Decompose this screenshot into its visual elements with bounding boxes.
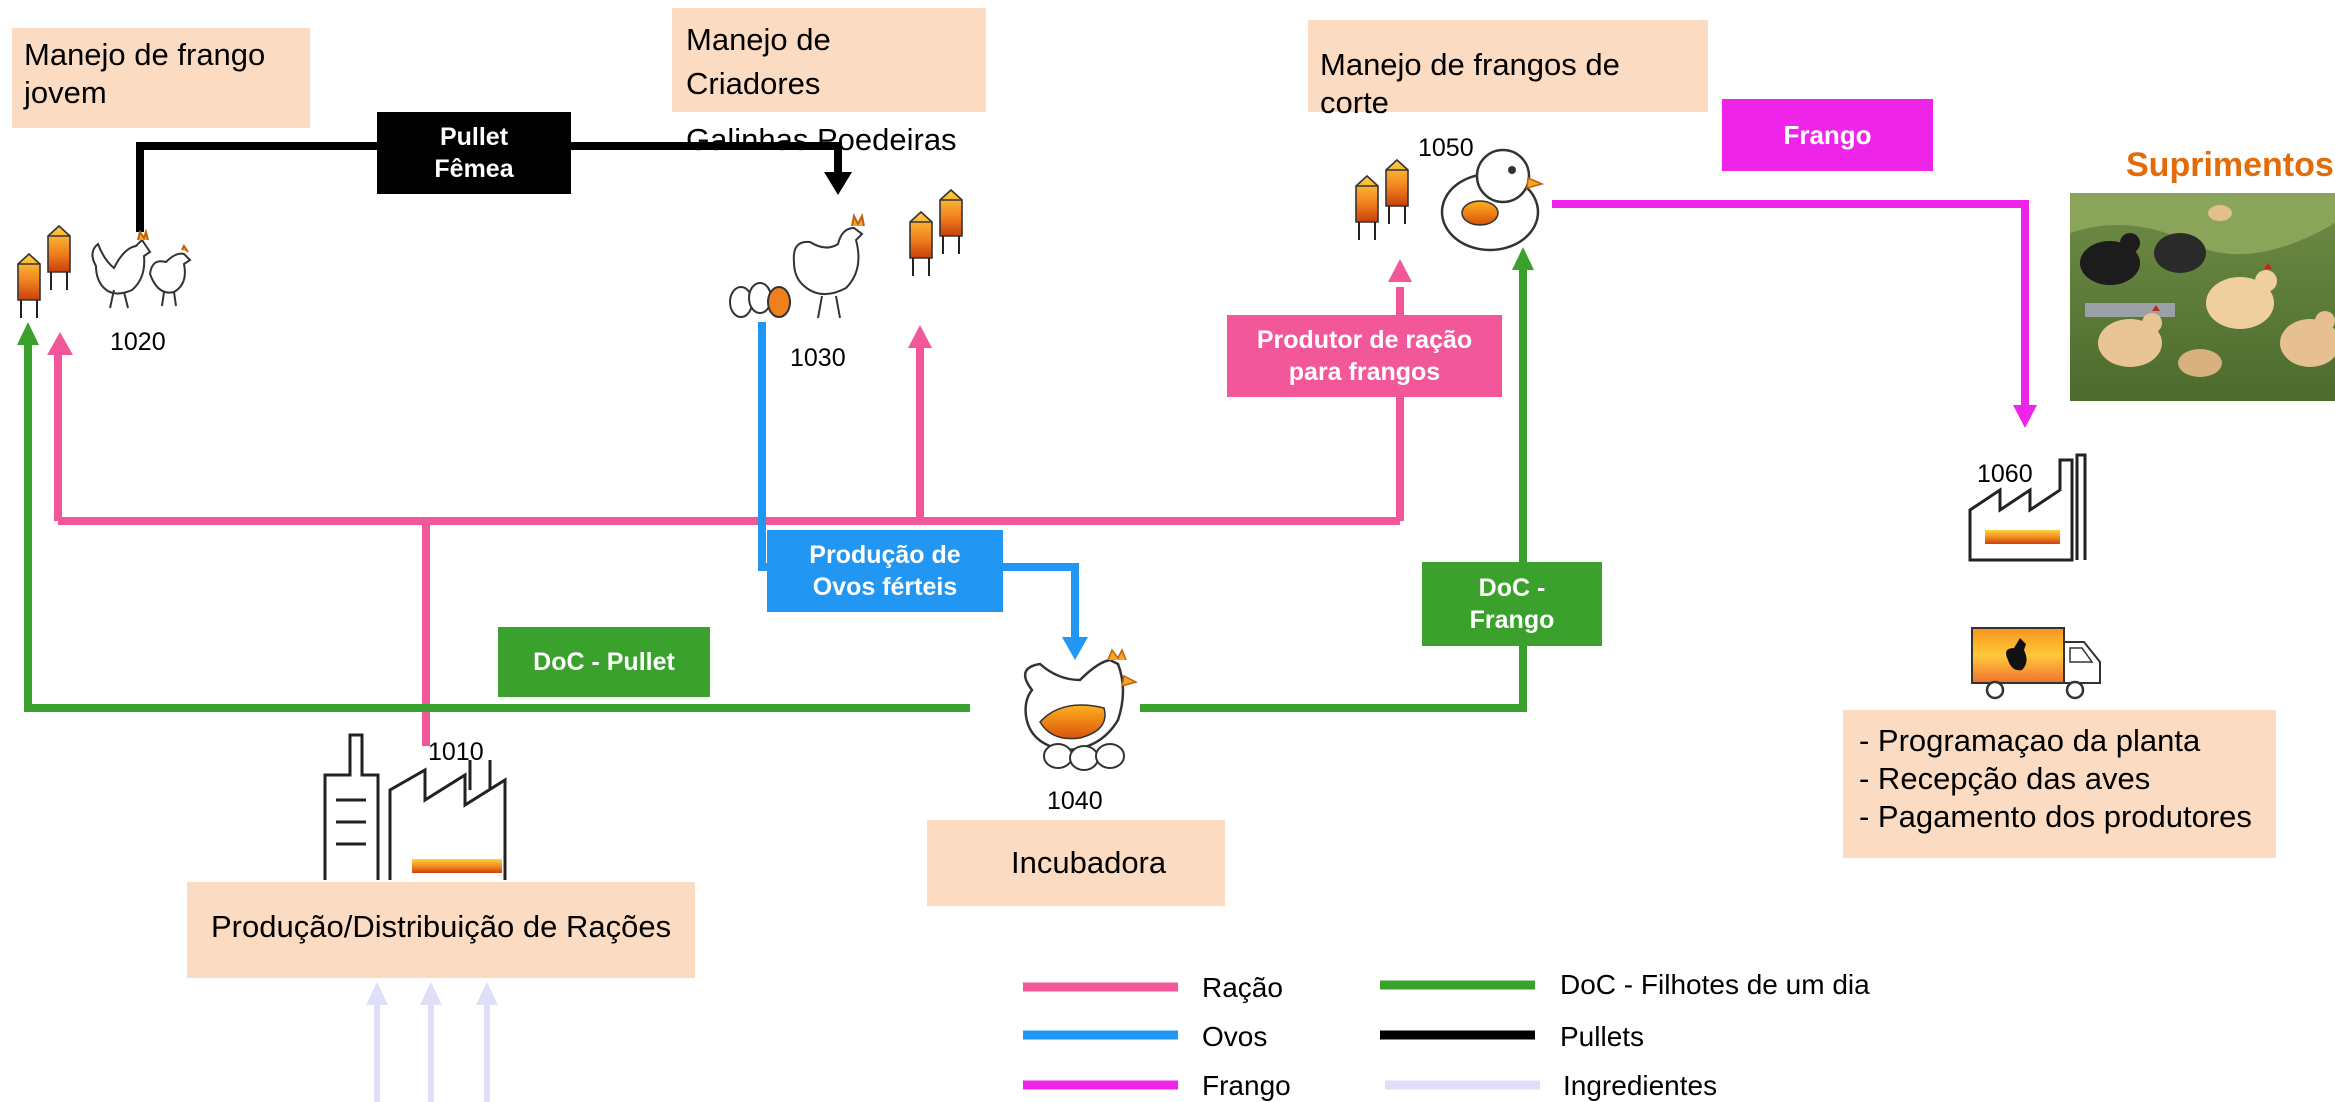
young-chicken-title: Manejo de frango jovem xyxy=(24,37,266,110)
hatchery-box: Incubadora xyxy=(927,820,1225,906)
breeders-box: Manejo de Criadores Galinhas Poedeiras xyxy=(672,8,986,157)
hens-photo-icon xyxy=(2070,193,2335,401)
legend-swatches xyxy=(1023,980,1540,1090)
frango-label: Frango xyxy=(1722,99,1933,171)
legend-feed-label: Ração xyxy=(1202,972,1283,1003)
hen-icon xyxy=(148,244,192,307)
legend-doc-label: DoC - Filhotes de um dia xyxy=(1560,969,1870,1000)
legend-pullets-label: Pullets xyxy=(1560,1021,1645,1052)
doc-frango-label: DoC - Frango xyxy=(1422,562,1602,646)
fertile-eggs-label: Produção de Ovos férteis xyxy=(767,530,1003,612)
broiler-feed-silo-icon xyxy=(1355,159,1409,241)
feed-silo-icon xyxy=(17,225,71,319)
breeder-feed-silo-icon xyxy=(909,189,963,277)
feed-mill-title: Produção/Distribuição de Rações xyxy=(211,909,672,944)
chick-icon xyxy=(1440,148,1545,252)
ingredient-arrows xyxy=(366,982,498,1102)
processing-task-3: - Pagamento dos produtores xyxy=(1859,799,2252,834)
doc-arrowheads xyxy=(17,247,1534,345)
processing-tasks-box: - Programaçao da planta - Recepção das a… xyxy=(1843,710,2276,858)
broilers-box: Manejo de frangos de corte xyxy=(1308,20,1708,120)
legend-ingredients-label: Ingredientes xyxy=(1563,1070,1718,1101)
feed-flow-lines xyxy=(54,287,1404,746)
frango-flow-line xyxy=(1552,200,2037,428)
legend-eggs-label: Ovos xyxy=(1202,1021,1268,1052)
supplies-heading: Suprimentos xyxy=(2126,146,2334,184)
breeder-hen-icon xyxy=(792,212,865,319)
doc-pullet-label: DoC - Pullet xyxy=(498,627,710,697)
feed-mill-id: 1010 xyxy=(428,738,484,766)
truck-icon xyxy=(1971,627,2101,700)
processing-task-1: - Programaçao da planta xyxy=(1859,723,2201,758)
breeders-title-line2: Galinhas Poedeiras xyxy=(686,122,957,157)
broilers-id: 1050 xyxy=(1418,134,1474,162)
incubator-hen-icon xyxy=(1023,648,1139,771)
feed-arrowheads xyxy=(47,259,1412,355)
pullet-female-label: Pullet Fêmea xyxy=(377,112,571,194)
hatchery-id: 1040 xyxy=(1047,787,1103,815)
young-chicken-box: Manejo de frango jovem xyxy=(12,28,310,128)
hatchery-title: Incubadora xyxy=(1011,845,1167,880)
breeders-title-line1: Manejo de Criadores xyxy=(686,22,831,101)
eggs-icon xyxy=(729,282,791,318)
processing-id: 1060 xyxy=(1977,460,2033,488)
breeders-id: 1030 xyxy=(790,344,846,372)
factory-icon xyxy=(323,733,507,880)
young-chicken-id: 1020 xyxy=(110,328,166,356)
broilers-title: Manejo de frangos de corte xyxy=(1320,47,1620,120)
processing-plant-icon xyxy=(1968,453,2087,562)
doc-flow-lines xyxy=(24,265,1527,712)
supplies-photo xyxy=(2070,193,2335,401)
feed-producer-label: Produtor de ração para frangos xyxy=(1227,315,1502,397)
rooster-icon xyxy=(91,228,152,309)
legend-frango-label: Frango xyxy=(1202,1070,1291,1101)
feed-mill-box: Produção/Distribuição de Rações xyxy=(187,882,695,978)
processing-task-2: - Recepção das aves xyxy=(1859,761,2151,796)
